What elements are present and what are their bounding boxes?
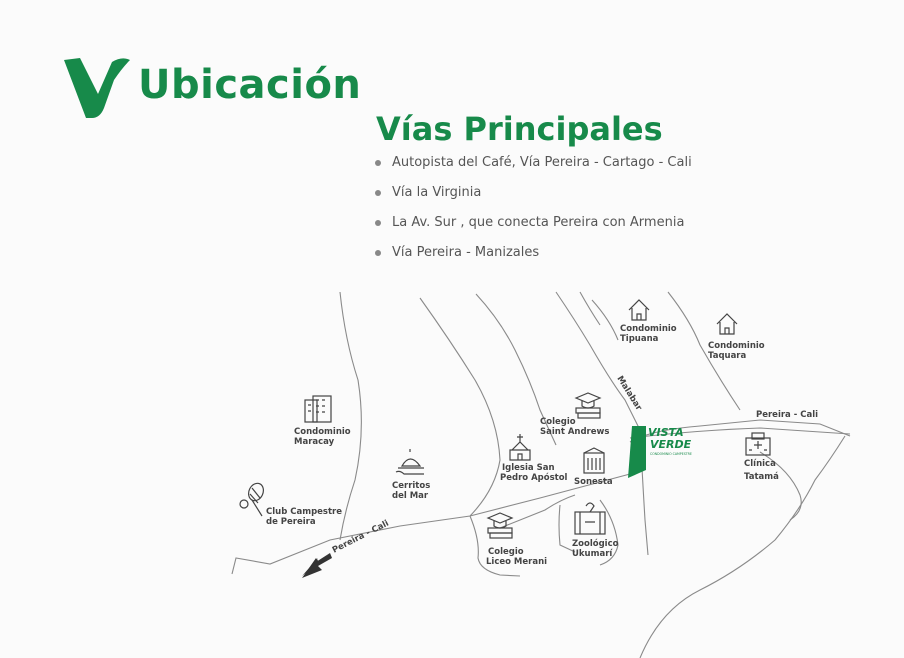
- page-title: Ubicación: [138, 62, 362, 108]
- bullet-icon: [375, 160, 381, 166]
- road-south-branch: [599, 499, 619, 566]
- roads-list: Autopista del Café, Vía Pereira - Cartag…: [372, 154, 692, 274]
- cloche-icon: [395, 449, 424, 475]
- svg-text:VERDE: VERDE: [650, 438, 692, 451]
- road-label-pereira-cali: Pereira - Cali: [331, 519, 391, 556]
- bullet-icon: [375, 250, 381, 256]
- bullet-icon: [375, 220, 381, 226]
- svg-text:VISTA: VISTA: [648, 426, 684, 439]
- house-icon: [628, 299, 650, 321]
- road-sonesta: [469, 515, 521, 577]
- svg-text:CONDOMINIO CAMPESTRE: CONDOMINIO CAMPESTRE: [650, 452, 692, 456]
- road-north: [475, 293, 557, 446]
- list-item: Vía Pereira - Manizales: [372, 244, 692, 274]
- road-northeast: [667, 291, 741, 411]
- project-lot: [628, 426, 646, 478]
- hospital-icon: [745, 432, 771, 456]
- place-label-sonesta: Sonesta: [574, 477, 613, 487]
- house-icon: [716, 313, 738, 335]
- church-icon: [509, 434, 531, 461]
- road-label-pereira-cali: Pereira - Cali: [756, 410, 818, 420]
- road-malabar-2: [579, 291, 601, 326]
- road-west: [339, 291, 362, 541]
- road-northwest: [419, 297, 501, 517]
- building-icon: [304, 395, 332, 423]
- project-logo: VISTA VERDE CONDOMINIO CAMPESTRE: [648, 426, 692, 456]
- list-item: Autopista del Café, Vía Pereira - Cartag…: [372, 154, 692, 184]
- direction-arrow-icon: [302, 553, 332, 578]
- graduation-cap-icon: [574, 392, 602, 419]
- list-item: Vía la Virginia: [372, 184, 692, 214]
- bullet-icon: [375, 190, 381, 196]
- road-south-east-2: [759, 451, 802, 521]
- list-item: La Av. Sur , que conecta Pereira con Arm…: [372, 214, 692, 244]
- roads-title: Vías Principales: [376, 110, 663, 148]
- road-malabar: [555, 291, 649, 556]
- road-pereira-cali: [231, 473, 631, 575]
- road-liceo: [499, 494, 576, 529]
- graduation-cap-icon: [486, 512, 514, 539]
- tennis-racket-icon: [239, 482, 264, 517]
- road-tipuana: [591, 299, 619, 341]
- road-pereira-cali-east: [629, 427, 851, 439]
- hotel-icon: [583, 447, 605, 474]
- brand-logo-icon: [64, 58, 130, 118]
- zoo-icon: [574, 502, 606, 535]
- roads-layer: [231, 291, 851, 658]
- road-zoo: [558, 504, 576, 553]
- road-south-east: [639, 435, 846, 658]
